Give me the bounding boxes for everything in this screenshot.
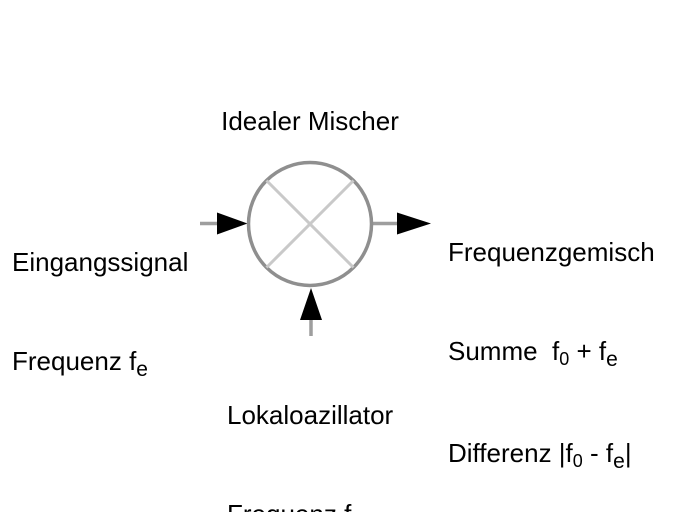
input-signal-line1: Eingangssignal <box>12 247 189 277</box>
output-arrowhead <box>397 212 431 235</box>
subscript-e: e <box>613 450 625 473</box>
oscillator-arrowhead <box>300 288 322 320</box>
oscillator-label: Lokaloazillator Frequenz f0 <box>227 333 393 512</box>
output-diff-line: Differenz |f0 - fe| <box>448 438 632 473</box>
subscript-e: e <box>606 348 618 371</box>
oscillator-line1: Lokaloazillator <box>227 400 394 430</box>
subscript-0: 0 <box>572 451 583 471</box>
output-line1: Frequenzgemisch <box>448 237 655 267</box>
subscript-e: e <box>136 358 148 381</box>
mixer-circle <box>246 160 374 288</box>
oscillator-line2: Frequenz f0 <box>227 498 393 512</box>
input-arrowhead <box>217 212 248 235</box>
input-signal-line2: Frequenz fe <box>12 346 148 381</box>
diagram-title: Idealer Mischer <box>221 106 399 136</box>
input-signal-label: Eingangssignal Frequenz fe <box>12 180 188 446</box>
output-sum-line: Summe f0 + fe <box>448 336 618 371</box>
mixer-cross-line-b <box>265 179 355 269</box>
subscript-0: 0 <box>559 349 570 369</box>
output-label: Frequenzgemisch Summe f0 + fe Differenz … <box>448 170 655 512</box>
